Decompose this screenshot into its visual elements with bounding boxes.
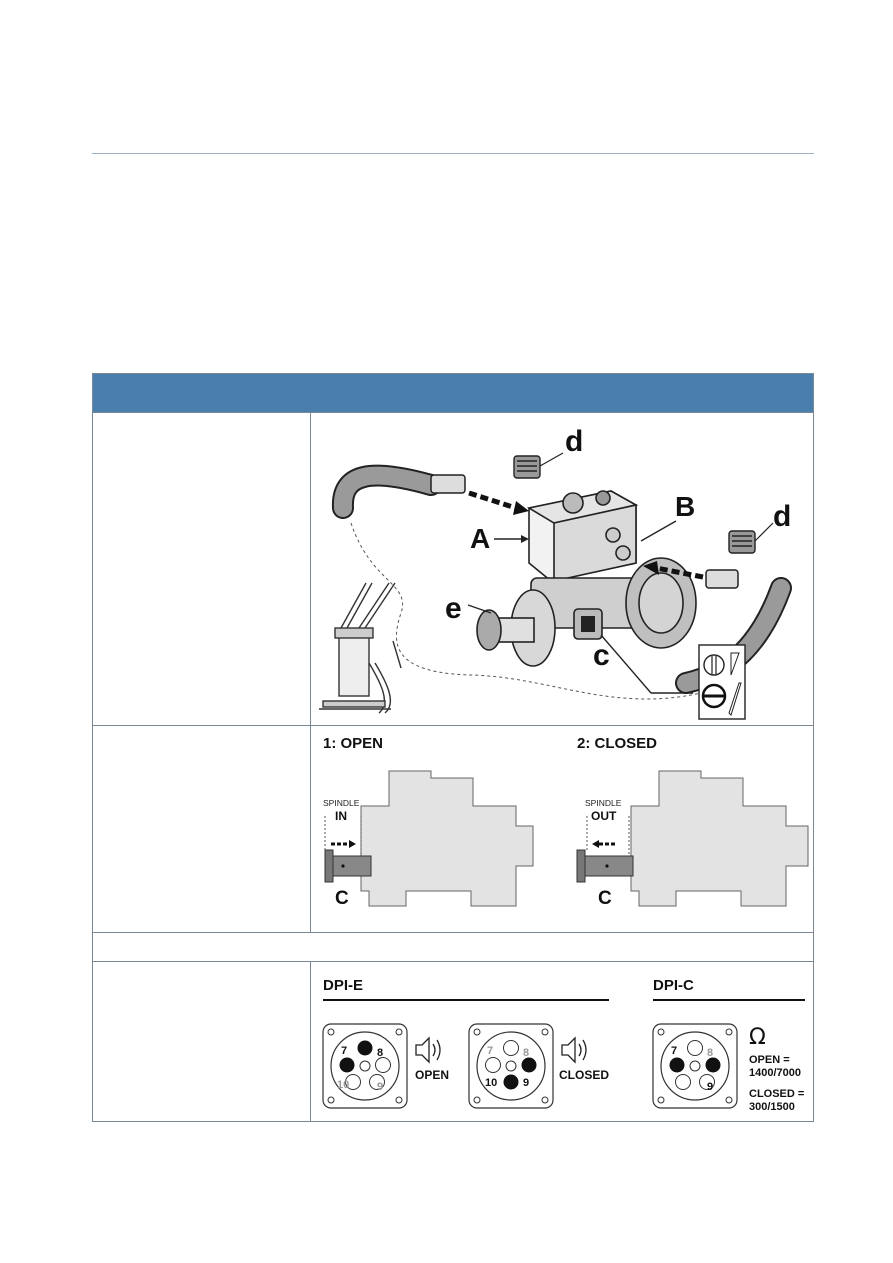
connector-diagram: DPI-E DPI-C [322,977,805,1113]
pin-8-closed: 8 [523,1047,529,1059]
pin-9: 9 [377,1081,383,1093]
arrow-right-dashed [655,565,704,580]
dpi-c-open-value: 1400/7000 [749,1067,801,1079]
closed-spindle-label: SPINDLE [585,798,622,808]
label-e: e [445,592,462,625]
arrow-left-dashed [468,490,517,511]
hand-pump [319,582,402,714]
arrow-in [349,840,356,848]
spindle-closed [584,855,634,877]
pin-9-closed: 9 [523,1077,529,1089]
row-spindle-position: 1: OPEN SPINDLE IN C 2: CLOSED [93,725,813,932]
label-A: A [470,523,490,554]
connector-dpi-e-open: 7 8 9 10 [322,1023,408,1109]
valve-silhouette-open [360,770,534,907]
label-d-right: d [773,500,791,533]
plug-d-top [513,455,541,479]
table-header-bar [93,374,813,412]
pin-10: 10 [337,1079,349,1091]
open-part-label: C [335,888,349,909]
spindle-open [330,855,372,877]
pin-7: 7 [341,1045,347,1057]
closed-title: 2: CLOSED [577,735,657,752]
label-c: c [593,639,610,672]
label-B: B [675,491,695,522]
flange-left [476,589,556,667]
cable-dotted [350,522,702,700]
dpi-e-closed-status: CLOSED [559,1068,609,1082]
screw-indicator-box [698,644,746,720]
connector-dpi-c: 7 8 9 [652,1023,738,1109]
row-spanning-blank [93,932,813,961]
row-connectors-figure-cell: DPI-E DPI-C [311,962,813,1122]
hose-left-fitting [430,474,466,494]
label-d-top: d [565,425,583,458]
open-direction-label: IN [335,809,347,823]
row-assembly-figure-cell: A B c d d e [311,413,813,725]
pin-7-closed: 7 [487,1045,493,1057]
arrow-out [592,840,599,848]
pin-7-dpi-c: 7 [671,1045,677,1057]
open-spindle-label: SPINDLE [323,798,360,808]
row-connectors: DPI-E DPI-C [93,961,813,1122]
valve-silhouette-closed [630,770,809,907]
closed-part-label: C [598,888,612,909]
valve-body [526,490,697,649]
pin-8: 8 [377,1047,383,1059]
row-assembly-text-cell [93,413,311,725]
speaker-icon-closed [561,1036,587,1064]
dpi-c-open-label: OPEN = [749,1054,790,1066]
instruction-table: A B c d d e 1: OPEN SPINDLE [92,373,814,1122]
dpi-c-closed-label: CLOSED = [749,1088,804,1100]
top-rule [92,153,814,154]
pin-8-dpi-c: 8 [707,1047,713,1059]
valve-assembly-illustration: A B c d d e [319,425,792,720]
speaker-icon-open [415,1036,441,1064]
row-spindle-figure-cell: 1: OPEN SPINDLE IN C 2: CLOSED [311,726,813,932]
open-title: 1: OPEN [323,735,383,752]
spindle-diagram: 1: OPEN SPINDLE IN C 2: CLOSED [323,735,809,909]
hose-right-fitting [705,569,739,589]
pin-10-closed: 10 [485,1077,497,1089]
closed-direction-label: OUT [591,809,617,823]
dpi-e-open-status: OPEN [415,1068,449,1082]
pin-9-dpi-c: 9 [707,1081,713,1093]
row-connectors-text-cell [93,962,311,1122]
connector-dpi-e-closed: 7 8 9 10 [468,1023,554,1109]
plug-d-right [728,530,756,554]
dpi-c-heading: DPI-C [653,977,694,994]
dpi-c-closed-value: 300/1500 [749,1101,795,1113]
ohm-icon: Ω [749,1025,766,1050]
row-assembly: A B c d d e [93,412,813,725]
row-spindle-text-cell [93,726,311,932]
dpi-e-heading: DPI-E [323,977,363,994]
